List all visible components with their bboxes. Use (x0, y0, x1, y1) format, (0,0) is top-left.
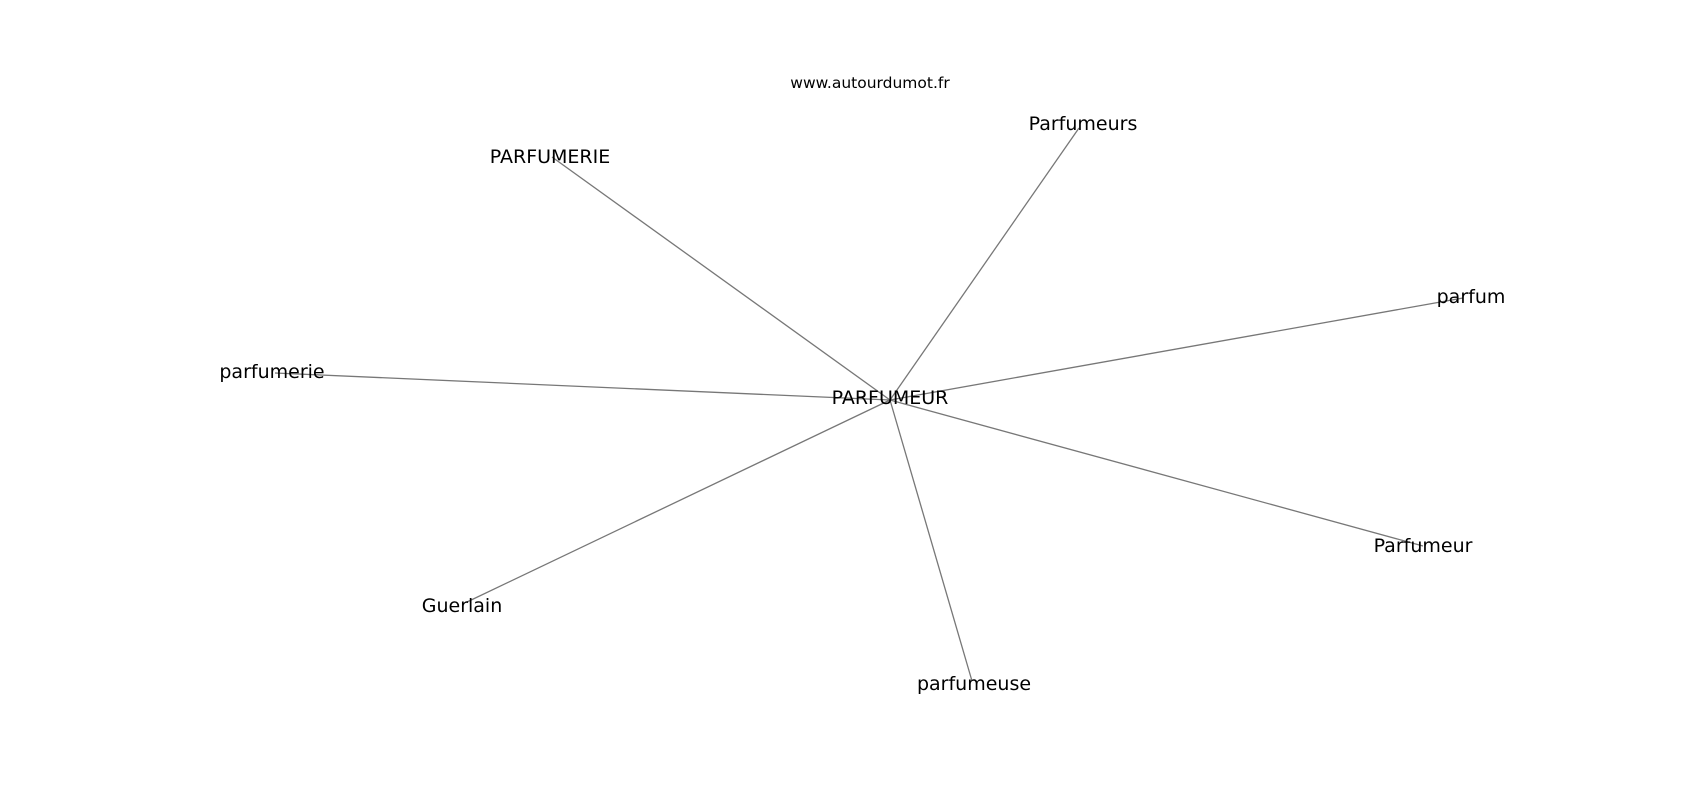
node-parfumeuse: parfumeuse (917, 673, 1031, 695)
edge-parfumeur (889, 399, 1424, 547)
edge-parfumeuse (889, 399, 973, 682)
source-url-label: www.autourdumot.fr (790, 74, 950, 92)
node-parfumerie-lower: parfumerie (219, 361, 324, 383)
edge-guerlain (466, 399, 891, 603)
edge-parfumeurs (889, 127, 1080, 401)
nodes-layer: PARFUMEUR Parfumeurs PARFUMERIE parfum p… (219, 113, 1505, 695)
node-center-parfumeur-upper: PARFUMEUR (832, 387, 949, 409)
node-parfumeurs: Parfumeurs (1029, 113, 1138, 135)
edge-parfum (889, 297, 1464, 401)
edges-layer (274, 127, 1464, 682)
node-guerlain: Guerlain (422, 595, 503, 617)
node-parfum: parfum (1437, 286, 1506, 308)
edge-parfumerie-upper (551, 156, 891, 401)
node-parfumeur: Parfumeur (1374, 535, 1473, 557)
edge-parfumerie-lower (274, 372, 891, 401)
node-parfumerie-upper: PARFUMERIE (490, 146, 611, 168)
